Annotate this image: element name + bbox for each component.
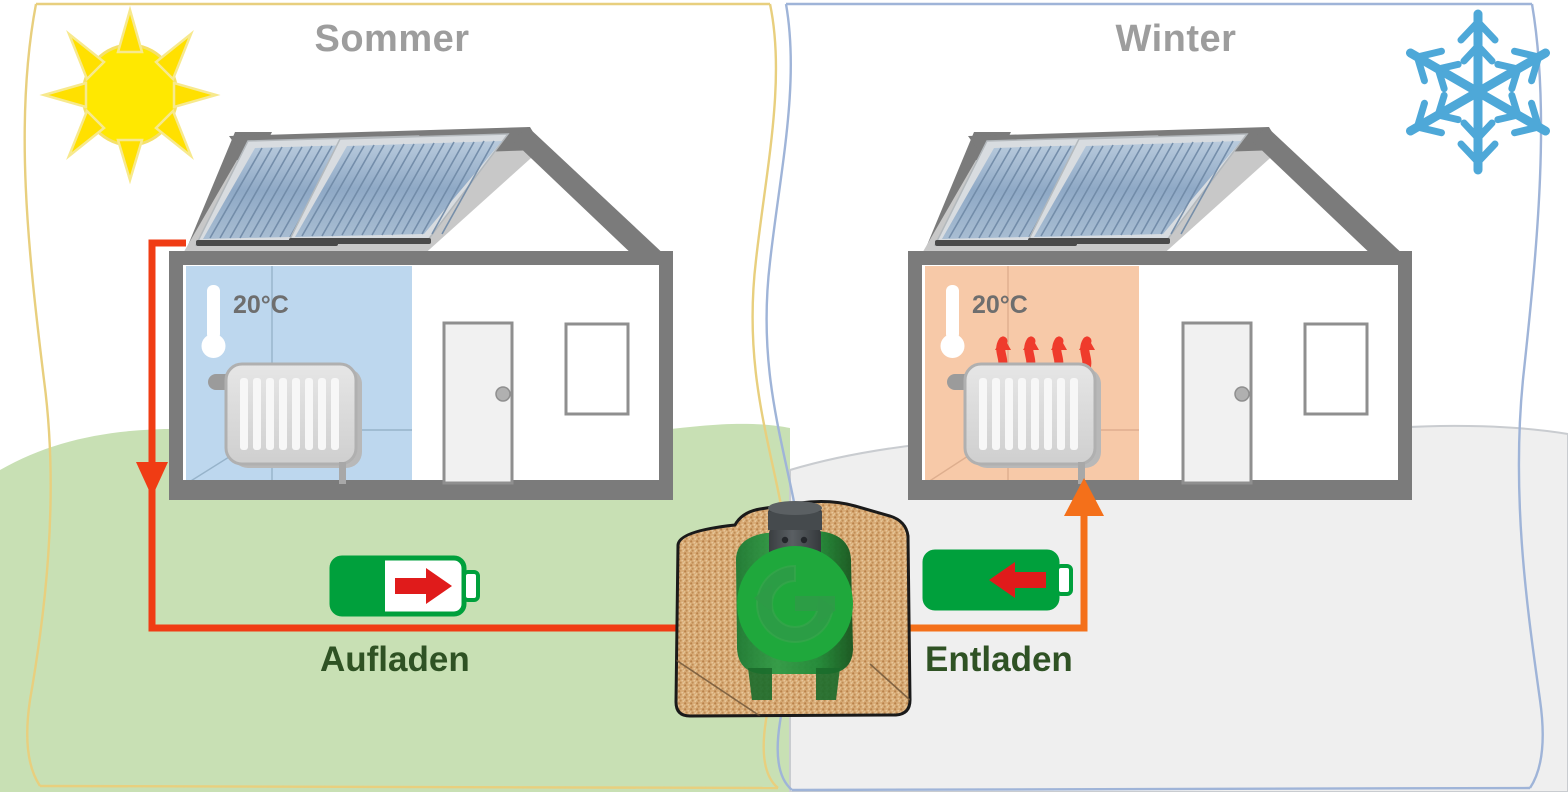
battery-charging-icon bbox=[329, 555, 480, 617]
winter-left-border bbox=[765, 3, 802, 791]
discharging-flow-arrow bbox=[1064, 478, 1104, 516]
radiator-icon-summer bbox=[208, 362, 362, 484]
summer-bottom-border bbox=[39, 784, 779, 790]
underground-thermal-storage-tank bbox=[674, 500, 912, 718]
winter-right-border bbox=[1517, 3, 1544, 789]
season-title-winter: Winter bbox=[1115, 18, 1237, 60]
mode-label-charging: Aufladen bbox=[320, 640, 470, 679]
recycle-g-logo-icon bbox=[737, 546, 853, 662]
solar-collector-icon-winter bbox=[933, 133, 1249, 246]
window-icon-summer bbox=[564, 322, 630, 416]
heat-waves-arrowheads bbox=[995, 336, 1095, 350]
charging-flow-arrow bbox=[136, 462, 168, 497]
solar-collector-icon-summer bbox=[194, 133, 510, 246]
discharging-pipe bbox=[846, 478, 1104, 632]
door-icon-winter bbox=[1181, 321, 1253, 485]
charging-pipe bbox=[136, 239, 740, 632]
winter-bottom-border bbox=[791, 786, 1531, 792]
season-title-summer: Sommer bbox=[314, 18, 470, 60]
summer-left-border bbox=[23, 3, 52, 787]
battery-discharging-icon bbox=[922, 549, 1073, 611]
room-temperature-summer: 20°C bbox=[233, 291, 289, 319]
battery-charge-arrow bbox=[395, 568, 452, 604]
door-icon-summer bbox=[442, 321, 514, 485]
thermometer-icon-summer bbox=[201, 285, 226, 358]
summer-right-border bbox=[751, 3, 788, 789]
sun-icon bbox=[39, 5, 221, 185]
snowflake-icon bbox=[1406, 9, 1550, 175]
window-icon-winter bbox=[1303, 322, 1369, 416]
house-icon-summer bbox=[169, 127, 673, 500]
room-temperature-winter: 20°C bbox=[972, 291, 1028, 319]
thermometer-icon-winter bbox=[940, 285, 965, 358]
radiator-icon-winter bbox=[947, 362, 1101, 484]
mode-label-discharging: Entladen bbox=[925, 640, 1073, 679]
battery-discharge-arrow bbox=[989, 562, 1046, 598]
house-icon-winter bbox=[908, 127, 1412, 500]
